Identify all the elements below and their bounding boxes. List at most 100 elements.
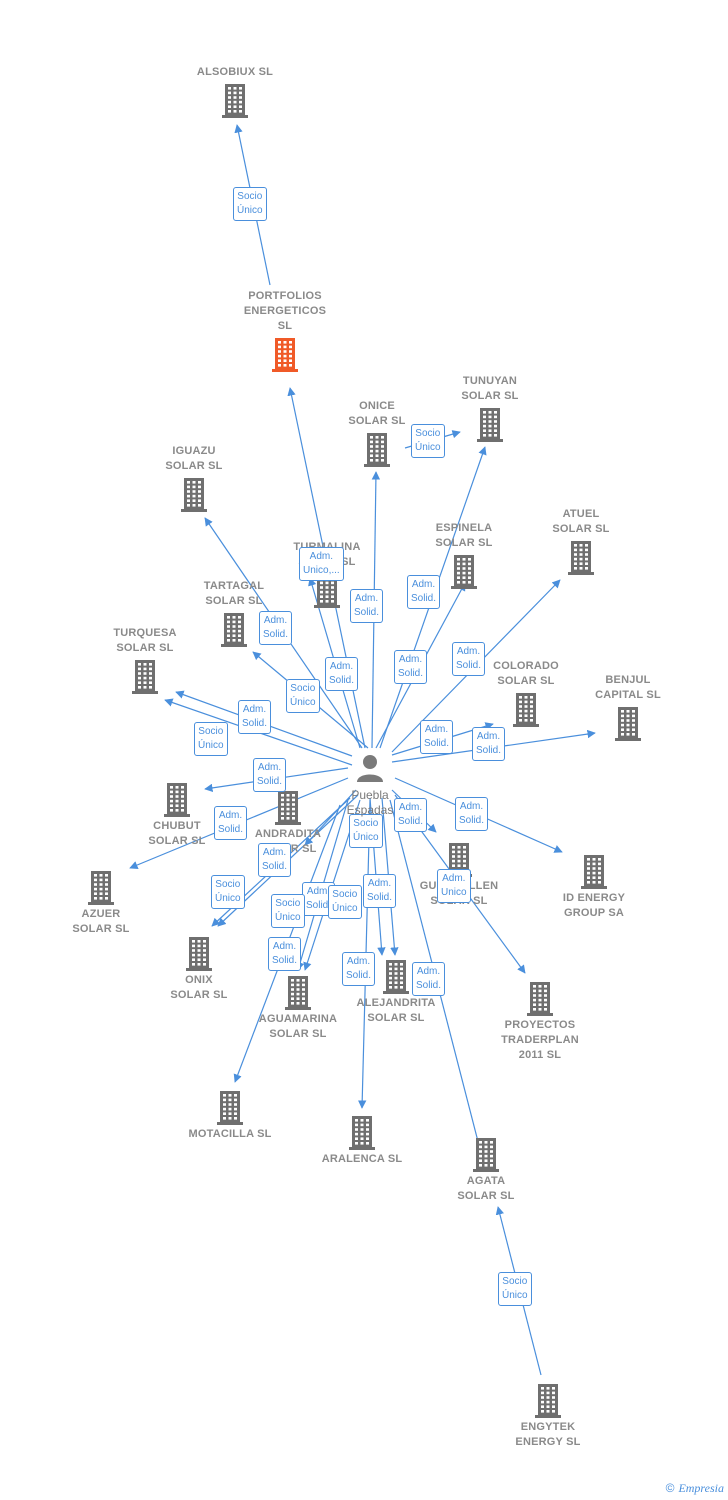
company-node-benjul[interactable]: BENJUL CAPITAL SL: [563, 673, 693, 741]
company-name: ALSOBIUX SL: [196, 66, 274, 78]
company-node-idenergy[interactable]: ID ENERGY GROUP SA: [529, 855, 659, 921]
role-label-aguamarina[interactable]: Socio Único: [271, 894, 305, 928]
company-name: ATUEL SOLAR SL: [552, 508, 610, 535]
person-node[interactable]: [352, 750, 388, 786]
role-label-chubut[interactable]: Adm. Solid.: [253, 758, 287, 792]
role-label-espinela[interactable]: Adm. Solid.: [407, 575, 441, 609]
company-name: CHUBUT SOLAR SL: [148, 820, 206, 847]
role-label-iguazu[interactable]: Socio Único: [286, 679, 320, 713]
company-name: PORTFOLIOS ENERGETICOS SL: [243, 290, 327, 332]
company-node-motacilla[interactable]: MOTACILLA SL: [165, 1091, 295, 1142]
building-icon: [285, 976, 311, 1010]
company-name: AGATA SOLAR SL: [457, 1175, 515, 1202]
role-label-tunuyan[interactable]: Socio Único: [411, 424, 445, 458]
company-node-azuer[interactable]: AZUER SOLAR SL: [36, 871, 166, 937]
company-node-portfolios[interactable]: PORTFOLIOS ENERGETICOS SL: [220, 289, 350, 372]
role-label-benjul[interactable]: Adm. Solid.: [472, 727, 506, 761]
building-icon: [88, 871, 114, 905]
building-icon: [164, 783, 190, 817]
company-node-agata[interactable]: AGATA SOLAR SL: [421, 1138, 551, 1204]
company-name: ARALENCA SL: [321, 1153, 403, 1165]
role-label-turquesa[interactable]: Adm. Solid.: [238, 700, 272, 734]
company-node-proyectos[interactable]: PROYECTOS TRADERPLAN 2011 SL: [475, 982, 605, 1063]
role-label-portfolios[interactable]: Adm. Solid.: [325, 657, 359, 691]
role-label-onice[interactable]: Adm. Solid.: [350, 589, 384, 623]
company-node-onix[interactable]: ONIX SOLAR SL: [134, 937, 264, 1003]
company-name: ALEJANDRITA SOLAR SL: [356, 997, 436, 1024]
company-node-chubut[interactable]: CHUBUT SOLAR SL: [112, 783, 242, 849]
footer-brand: ©Empresia: [666, 1481, 724, 1496]
company-name: IGUAZU SOLAR SL: [165, 445, 223, 472]
role-label-alejandrita[interactable]: Socio Único: [328, 885, 362, 919]
role-label-atuel[interactable]: Adm. Solid.: [452, 642, 486, 676]
company-name: ID ENERGY GROUP SA: [562, 892, 626, 919]
building-icon: [132, 660, 158, 694]
building-icon: [568, 541, 594, 575]
role-label-turmalina[interactable]: Adm. Unico,...: [299, 547, 344, 581]
company-name: ENGYTEK ENERGY SL: [515, 1421, 581, 1448]
company-node-alsobiux[interactable]: ALSOBIUX SL: [170, 65, 300, 118]
building-icon: [451, 555, 477, 589]
company-name: ESPINELA SOLAR SL: [435, 522, 493, 549]
building-icon: [477, 408, 503, 442]
company-node-aguamarina[interactable]: AGUAMARINA SOLAR SL: [233, 976, 363, 1042]
person-name: Puebla Espadas: [346, 788, 394, 817]
company-name: MOTACILLA SL: [188, 1128, 272, 1140]
role-label-onix[interactable]: Adm. Solid.: [258, 843, 292, 877]
company-name: PROYECTOS TRADERPLAN 2011 SL: [501, 1019, 579, 1061]
role-label-azuer[interactable]: Adm. Solid.: [214, 806, 248, 840]
company-node-tartagal[interactable]: TARTAGAL SOLAR SL: [169, 579, 299, 647]
company-node-colorado[interactable]: COLORADO SOLAR SL: [461, 659, 591, 727]
role-label-turquesa[interactable]: Socio Único: [194, 722, 228, 756]
building-icon: [615, 707, 641, 741]
role-label-alejandrita[interactable]: Adm. Solid.: [363, 874, 397, 908]
copyright-icon: ©: [665, 1481, 675, 1495]
company-node-tunuyan[interactable]: TUNUYAN SOLAR SL: [425, 374, 555, 442]
building-icon: [364, 433, 390, 467]
role-label-alsobiux[interactable]: Socio Único: [233, 187, 267, 221]
company-name: ONIX SOLAR SL: [170, 974, 228, 1001]
person-icon: [357, 755, 383, 782]
building-icon: [222, 84, 248, 118]
role-label-idenergy[interactable]: Adm. Solid.: [455, 797, 489, 831]
company-name: TURQUESA SOLAR SL: [113, 627, 177, 654]
role-label-agata[interactable]: Adm. Solid.: [412, 962, 446, 996]
company-node-atuel[interactable]: ATUEL SOLAR SL: [516, 507, 646, 575]
building-icon: [473, 1138, 499, 1172]
role-label-aralenca[interactable]: Adm. Solid.: [342, 952, 376, 986]
role-label-onix[interactable]: Socio Único: [211, 875, 245, 909]
role-label-tunuyan[interactable]: Adm. Solid.: [394, 650, 428, 684]
building-icon: [186, 937, 212, 971]
building-icon: [581, 855, 607, 889]
role-label-motacilla[interactable]: Adm. Solid.: [268, 937, 302, 971]
role-label-colorado[interactable]: Adm. Solid.: [420, 720, 454, 754]
building-icon: [383, 960, 409, 994]
building-icon: [272, 338, 298, 372]
building-icon: [349, 1116, 375, 1150]
company-node-espinela[interactable]: ESPINELA SOLAR SL: [399, 521, 529, 589]
company-name: AZUER SOLAR SL: [72, 908, 130, 935]
company-node-andradita[interactable]: ANDRADITA SOLAR SL: [223, 791, 353, 857]
company-node-turquesa[interactable]: TURQUESA SOLAR SL: [80, 626, 210, 694]
company-node-iguazu[interactable]: IGUAZU SOLAR SL: [129, 444, 259, 512]
role-label-tartagal[interactable]: Adm. Solid.: [259, 611, 293, 645]
building-icon: [217, 1091, 243, 1125]
building-icon: [513, 693, 539, 727]
company-name: TARTAGAL SOLAR SL: [203, 580, 265, 607]
role-label-agata[interactable]: Socio Único: [498, 1272, 532, 1306]
building-icon: [275, 791, 301, 825]
role-label-guaymallen[interactable]: Adm. Solid.: [394, 798, 428, 832]
building-icon: [181, 478, 207, 512]
building-icon: [221, 613, 247, 647]
brand-name: Empresia: [678, 1481, 724, 1495]
company-node-onice[interactable]: ONICE SOLAR SL: [312, 399, 442, 467]
building-icon: [527, 982, 553, 1016]
company-node-aralenca[interactable]: ARALENCA SL: [297, 1116, 427, 1167]
company-name: COLORADO SOLAR SL: [493, 660, 559, 687]
company-node-alejandrita[interactable]: ALEJANDRITA SOLAR SL: [331, 960, 461, 1026]
role-label-andradita[interactable]: Socio Único: [349, 814, 383, 848]
company-name: AGUAMARINA SOLAR SL: [258, 1013, 338, 1040]
role-label-proyectos[interactable]: Adm. Unico: [437, 869, 471, 903]
company-node-engytek[interactable]: ENGYTEK ENERGY SL: [483, 1384, 613, 1450]
